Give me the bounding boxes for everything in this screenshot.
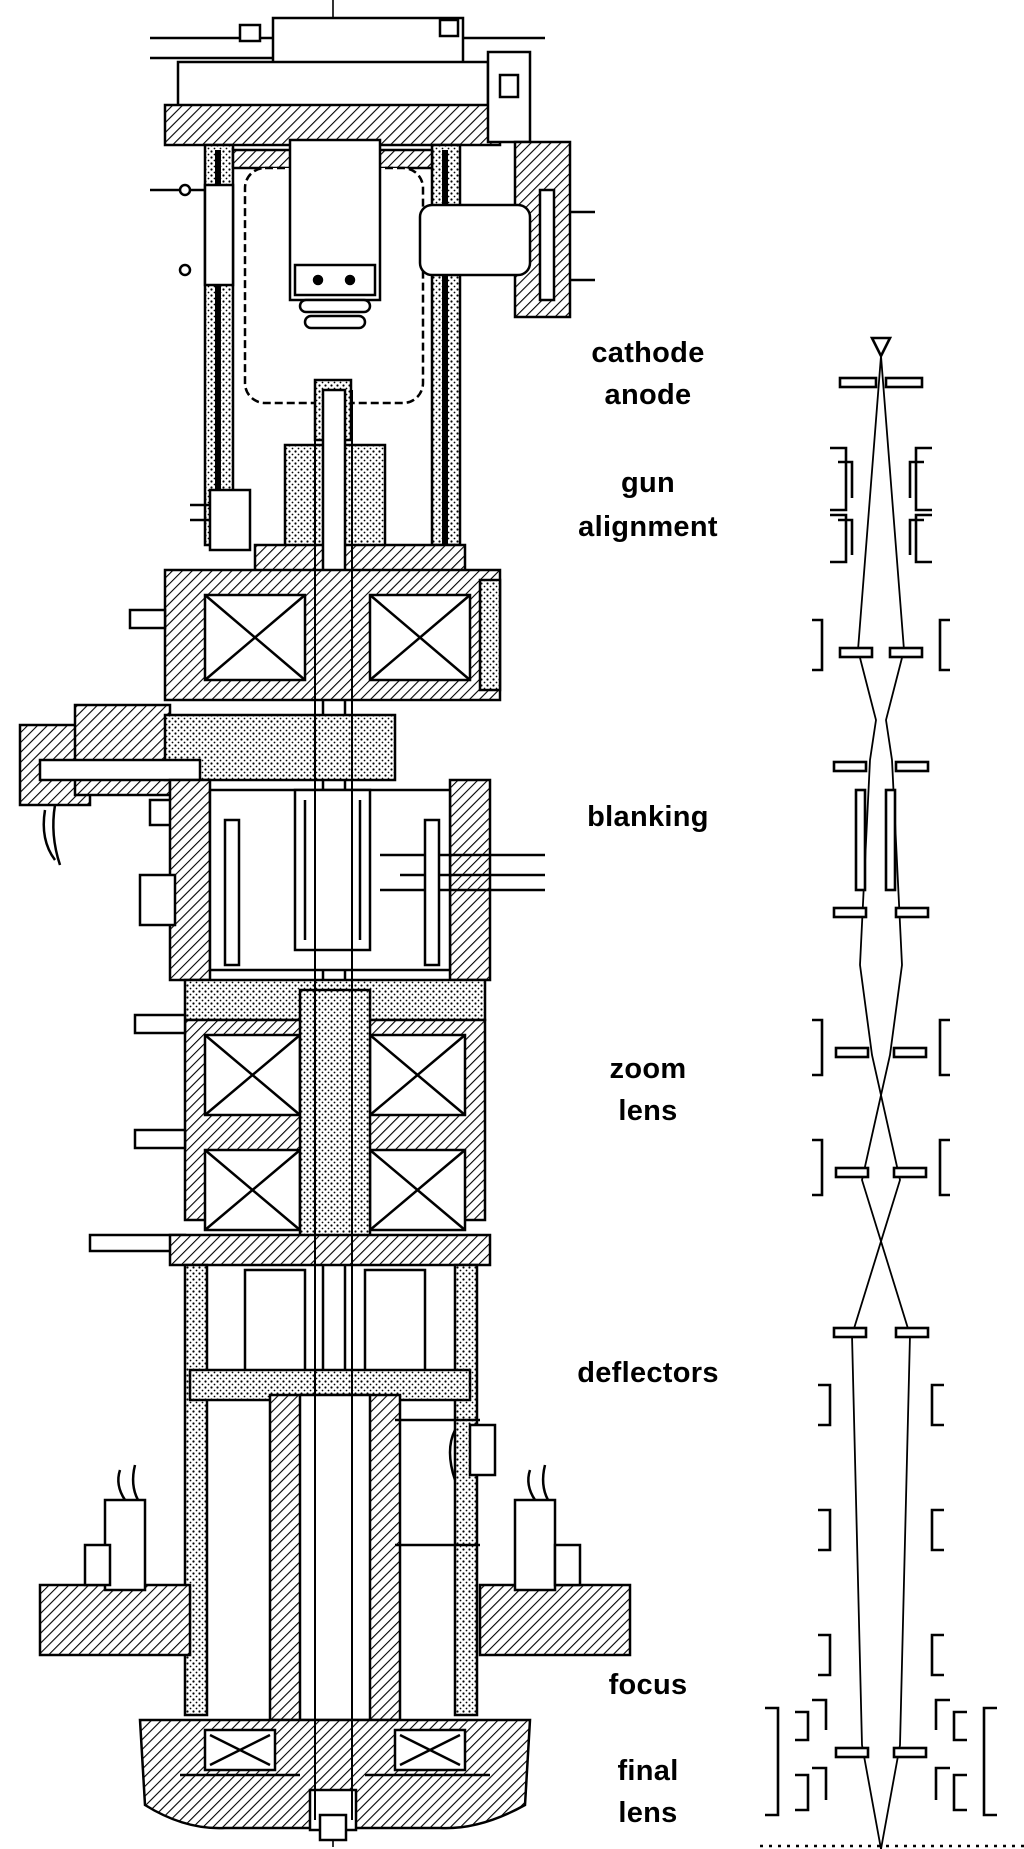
gun-lens-schematic: [812, 618, 950, 672]
valve-assembly-left: [18, 703, 397, 866]
label-focus: focus: [609, 1669, 688, 1701]
label-blanking: blanking: [587, 801, 709, 833]
beam-ray-left: [851, 355, 901, 1849]
label-gun: gun: [621, 467, 675, 499]
gun-lens: [128, 568, 502, 702]
final-lens-schematic: [765, 1698, 997, 1817]
base-flange: [38, 1464, 632, 1657]
deflector-brackets-schematic: [818, 1383, 944, 1677]
aperture-plate: [832, 1326, 868, 1339]
label-final: final: [617, 1755, 678, 1787]
final-lens-housing: [138, 1718, 532, 1842]
deflector-section: [168, 1233, 497, 1722]
label-zoom: zoom: [610, 1053, 687, 1085]
blanking-plates-schematic: [832, 760, 930, 919]
column-cross-section: [18, 0, 632, 1849]
zoom-lens-schematic: [812, 1018, 950, 1197]
label-deflectors: deflectors: [577, 1357, 719, 1389]
cathode-tip-marker: [869, 336, 893, 359]
label-zoom-lens: lens: [618, 1095, 677, 1127]
label-final-lens: lens: [618, 1797, 677, 1829]
beam-ray-schematic: [760, 336, 1024, 1849]
component-labels: cathode anode gun alignment blanking zoo…: [577, 337, 719, 1829]
zoom-lens-coils: [88, 978, 487, 1253]
gun-housing-top: [150, 16, 545, 147]
label-cathode: cathode: [591, 337, 704, 369]
gun-alignment-brackets: [830, 446, 932, 564]
side-vacuum-port: [418, 140, 595, 319]
anode-plate: [838, 376, 878, 389]
label-anode: anode: [605, 379, 692, 411]
label-alignment: alignment: [578, 511, 718, 543]
cable-box-left: [150, 183, 252, 552]
beam-ray-right: [861, 355, 911, 1849]
blanking-section: [138, 778, 545, 982]
